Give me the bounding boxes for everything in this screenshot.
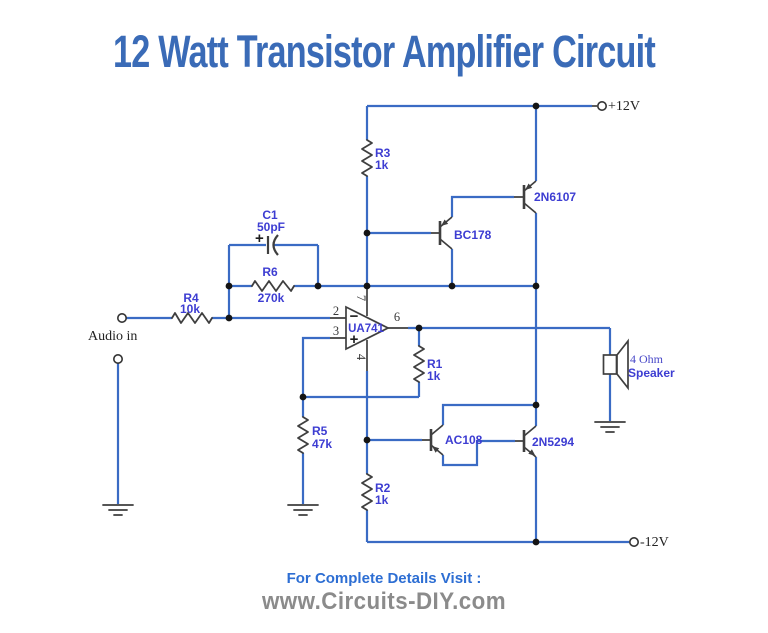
- resistor-zigzag: [361, 139, 373, 177]
- label-r2-ref: R2: [375, 481, 391, 495]
- terminal-audio-return: [113, 353, 124, 364]
- pnp-arrow: [525, 183, 533, 190]
- cap-plate-curved: [272, 234, 279, 256]
- opamp-plus-sign: +: [350, 331, 359, 348]
- pin-3: 3: [333, 324, 339, 338]
- opamp-ua741: − + UA741 2 3 6 7 4: [330, 288, 408, 371]
- opamp-minus-sign: −: [350, 308, 359, 325]
- label-q3: AC108: [445, 433, 483, 447]
- label-negative-supply: -12V: [640, 535, 669, 550]
- terminal-negative: [628, 536, 639, 547]
- terminal-positive: [596, 101, 607, 112]
- label-speaker-impedance: 4 Ohm: [630, 352, 664, 366]
- junction-dot: [363, 436, 371, 444]
- label-q2: 2N6107: [534, 190, 576, 204]
- label-r5-ref: R5: [312, 424, 328, 438]
- wire-pin3: [301, 336, 330, 397]
- speaker-driver: [602, 354, 618, 375]
- terminals: +12V -12V Audio in: [88, 99, 669, 550]
- label-speaker: Speaker: [628, 366, 675, 380]
- resistor-r6: R6 270k: [251, 265, 295, 305]
- junction-dot: [363, 229, 371, 237]
- label-r5-value: 47k: [312, 437, 332, 451]
- junction-dot: [532, 538, 540, 546]
- junction-dot: [448, 282, 456, 290]
- wire-q1-to-q2: [450, 195, 514, 217]
- npn-arrow: [528, 449, 536, 456]
- junction-dot: [314, 282, 322, 290]
- resistor-zigzag: [413, 345, 425, 383]
- pin-6: 6: [394, 310, 400, 324]
- label-r1-value: 1k: [427, 369, 441, 383]
- junction-dot: [299, 393, 307, 401]
- resistor-r1: R1 1k: [413, 345, 443, 383]
- transistor-ac108: AC108: [422, 424, 483, 456]
- ground-lines: [287, 504, 319, 516]
- label-r6-value: 270k: [258, 291, 285, 305]
- label-c1-value: 50pF: [257, 220, 285, 234]
- page-title: 12 Watt Transistor Amplifier Circuit: [112, 26, 656, 77]
- resistor-r4: R4 10k: [171, 291, 213, 324]
- label-r3-value: 1k: [375, 158, 389, 172]
- wire-feedback-loop: [227, 243, 320, 318]
- junction-dot: [532, 102, 540, 110]
- pin-4: 4: [354, 354, 368, 361]
- footer-website-url: www.Circuits-DIY.com: [261, 588, 507, 615]
- label-audio-in: Audio in: [88, 329, 137, 344]
- transistor-2n6107: 2N6107: [514, 180, 576, 214]
- resistor-zigzag: [297, 416, 309, 454]
- label-r2-value: 1k: [375, 493, 389, 507]
- junction-dot: [532, 401, 540, 409]
- ground-symbol-input: [102, 504, 134, 516]
- label-r6-ref: R6: [262, 265, 278, 279]
- label-q4: 2N5294: [532, 435, 574, 449]
- pnp-arrow: [441, 219, 449, 226]
- junction-dot: [225, 282, 233, 290]
- junction-dots: [225, 102, 540, 546]
- resistor-zigzag: [361, 473, 373, 511]
- ground-lines: [102, 504, 134, 516]
- speaker-symbol: 4 Ohm Speaker: [602, 338, 675, 391]
- wires: [116, 104, 629, 544]
- transistor-bc178: BC178: [431, 216, 492, 250]
- resistor-zigzag: [251, 280, 295, 292]
- wire-output: [408, 326, 612, 421]
- footer-visit-text: For Complete Details Visit :: [286, 570, 482, 587]
- wire-q3-to-q4: [441, 439, 515, 467]
- opamp-triangle: [345, 305, 390, 351]
- label-r3-ref: R3: [375, 146, 391, 160]
- ground-lines: [594, 421, 626, 433]
- capacitor-c1: + C1 50pF: [255, 208, 285, 256]
- label-c1-ref: C1: [262, 208, 278, 222]
- label-c1-polarity: +: [255, 230, 264, 247]
- pin-7: 7: [354, 295, 368, 301]
- junction-dot: [532, 282, 540, 290]
- label-positive-supply: +12V: [608, 99, 640, 114]
- junction-dot: [415, 324, 423, 332]
- resistor-r2: R2 1k: [361, 473, 391, 511]
- wire-q3-collector: [441, 403, 535, 425]
- resistor-r5: R5 47k: [297, 416, 332, 454]
- label-opamp-name: UA741: [348, 323, 384, 335]
- resistor-zigzag: [171, 312, 213, 324]
- junction-dot: [363, 282, 371, 290]
- junction-dot: [225, 314, 233, 322]
- label-r4-ref: R4: [183, 291, 199, 305]
- speaker-cone: [616, 338, 629, 391]
- resistor-r3: R3 1k: [361, 139, 391, 177]
- transistor-leads: [422, 424, 444, 456]
- ground-symbol-r5: [287, 504, 319, 516]
- label-r4-value: 10k: [180, 302, 200, 316]
- ground-symbol-speaker: [594, 421, 626, 433]
- terminal-audio-in: [117, 312, 128, 323]
- pin-2: 2: [333, 304, 339, 318]
- transistor-2n5294: 2N5294: [515, 425, 574, 458]
- transistor-leads: [431, 216, 453, 250]
- pnp-arrow: [432, 446, 440, 453]
- opamp-pin-stubs: [330, 288, 408, 371]
- label-r1-ref: R1: [427, 357, 443, 371]
- label-q1: BC178: [454, 228, 492, 242]
